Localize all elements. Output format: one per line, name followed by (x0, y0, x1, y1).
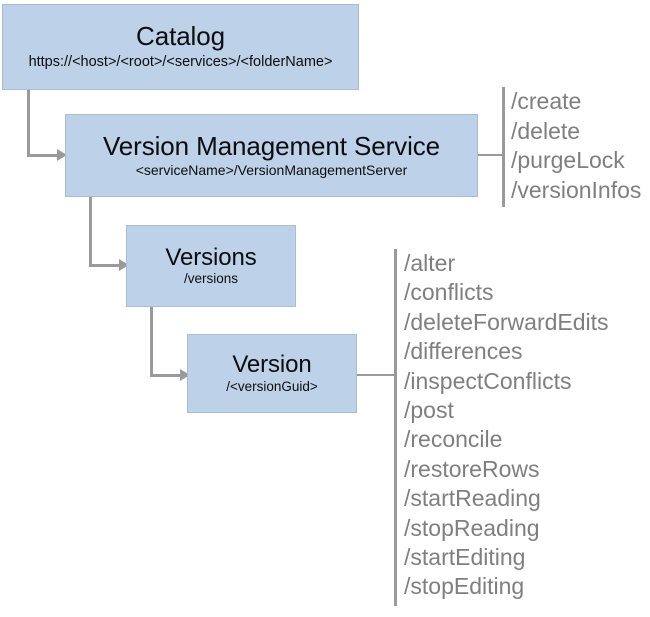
node-version[interactable]: Version /<versionGuid> (187, 334, 357, 413)
node-versions[interactable]: Versions /versions (126, 225, 296, 307)
node-version-management-service-title: Version Management Service (102, 131, 441, 162)
node-versions-subtitle: /versions (183, 271, 239, 287)
bracket-stub-vms-operations (478, 154, 504, 156)
node-versions-title: Versions (165, 243, 257, 271)
operation-vms-purgeLock[interactable]: /purgeLock (511, 147, 625, 173)
operation-version-reconcile[interactable]: /reconcile (404, 426, 503, 453)
connector-versions-to-version-horizontal (150, 374, 182, 377)
node-catalog-subtitle: https://<host>/<root>/<services>/<folder… (28, 53, 333, 70)
connector-catalog-to-vms-vertical (27, 89, 30, 156)
bracket-vms-operations (502, 87, 505, 207)
operation-version-startEditing[interactable]: /startEditing (404, 544, 526, 571)
operation-version-stopReading[interactable]: /stopReading (404, 514, 540, 541)
operation-version-startReading[interactable]: /startReading (404, 485, 541, 512)
operation-version-conflicts[interactable]: /conflicts (404, 279, 494, 306)
node-catalog[interactable]: Catalog https://<host>/<root>/<services>… (2, 4, 359, 90)
operation-version-inspectConflicts[interactable]: /inspectConflicts (404, 367, 572, 394)
operation-version-post[interactable]: /post (404, 397, 454, 424)
node-version-management-service[interactable]: Version Management Service <serviceName>… (65, 114, 478, 197)
connector-versions-to-version-vertical (150, 306, 153, 376)
operation-vms-delete[interactable]: /delete (511, 117, 581, 144)
node-version-management-service-subtitle: <serviceName>/VersionManagementServer (135, 161, 408, 178)
node-catalog-title: Catalog (136, 21, 225, 52)
operation-version-deleteForwardEdits[interactable]: /deleteForwardEdits (404, 308, 609, 335)
operation-vms-versionInfos[interactable]: /versionInfos (511, 176, 642, 203)
bracket-version-operations (394, 249, 397, 606)
operation-vms-create[interactable]: /create (511, 88, 582, 114)
operation-list-version-management-service: /create/delete/purgeLock/versionInfos (511, 87, 641, 205)
connector-catalog-to-vms-horizontal (27, 154, 59, 157)
operation-version-stopEditing[interactable]: /stopEditing (404, 573, 525, 600)
bracket-stub-version-operations (357, 374, 397, 376)
operation-version-restoreRows[interactable]: /restoreRows (404, 455, 540, 482)
connector-vms-to-versions-horizontal (89, 264, 121, 267)
arrowhead-versions-to-version (180, 369, 190, 381)
arrowhead-catalog-to-vms (57, 149, 67, 161)
operation-version-differences[interactable]: /differences (404, 338, 523, 365)
connector-vms-to-versions-vertical (89, 196, 92, 266)
operation-version-alter[interactable]: /alter (404, 250, 456, 276)
node-version-title: Version (232, 351, 312, 379)
arrowhead-vms-to-versions (119, 259, 129, 271)
operation-list-version: /alter/conflicts/deleteForwardEdits/diff… (404, 249, 609, 602)
node-version-subtitle: /<versionGuid> (226, 378, 318, 394)
